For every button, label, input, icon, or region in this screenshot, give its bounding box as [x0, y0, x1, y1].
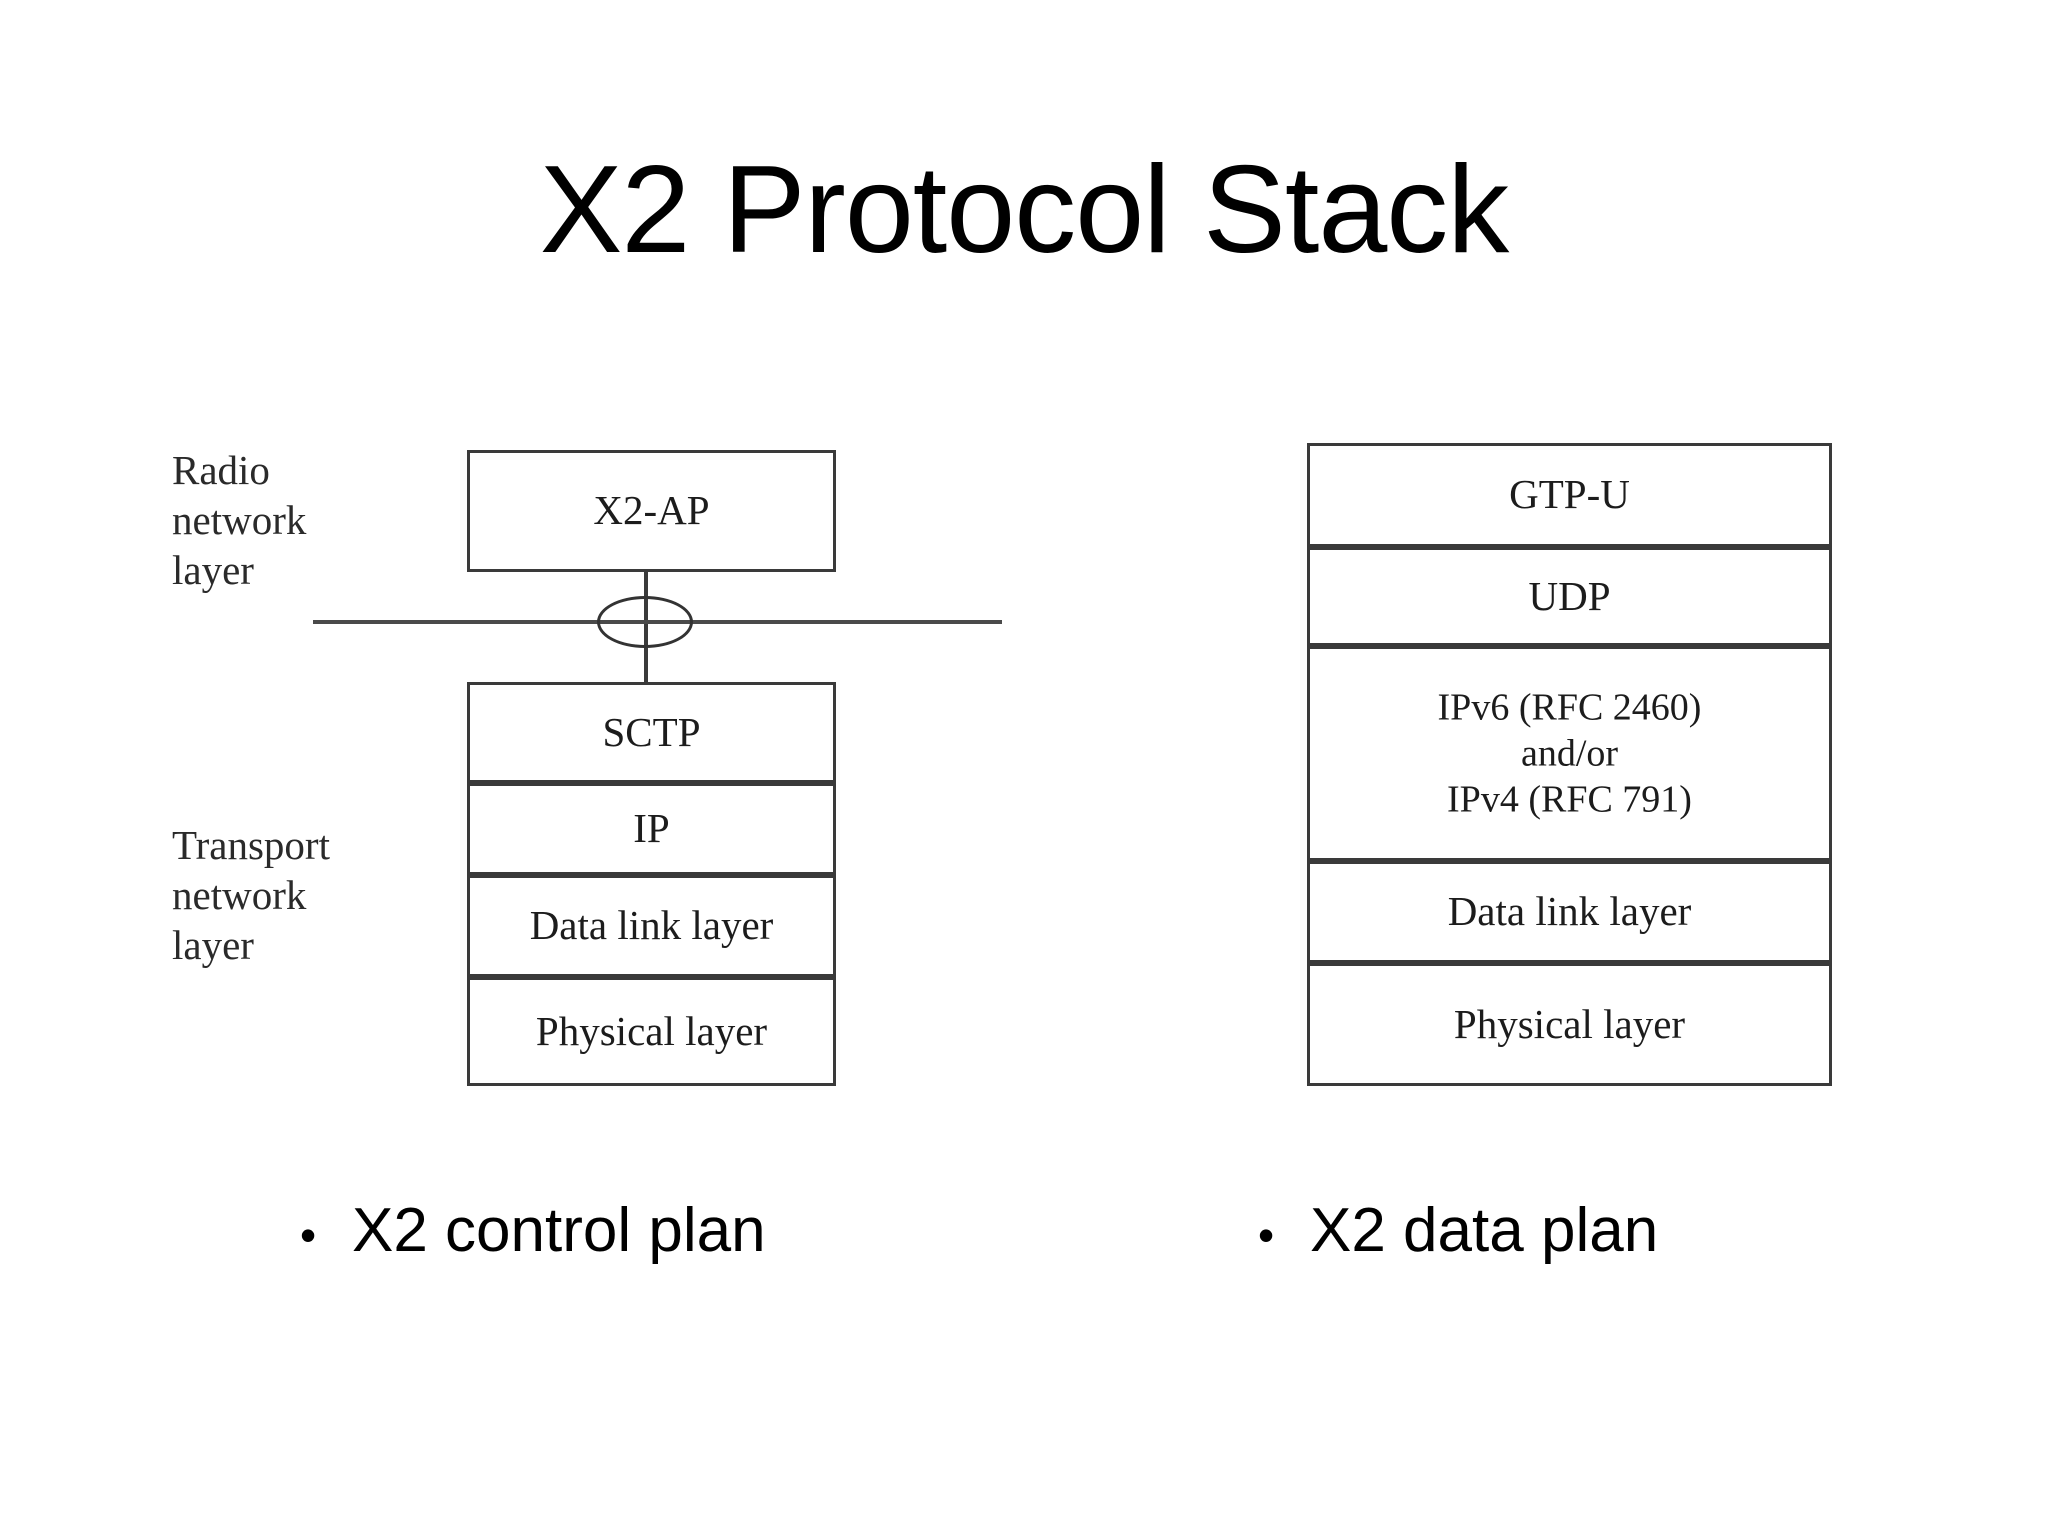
box-data-link-layer-control-label: Data link layer — [529, 902, 774, 949]
box-x2-ap-label: X2-AP — [593, 487, 710, 534]
box-data-link-layer-user: Data link layer — [1307, 861, 1832, 963]
bullet-dot-icon: • — [1258, 1209, 1275, 1261]
box-sctp: SCTP — [467, 682, 836, 783]
label-radio-network-layer: Radio network layer — [172, 447, 307, 594]
box-ip-version: IPv6 (RFC 2460) and/or IPv4 (RFC 791) — [1307, 646, 1832, 861]
box-physical-layer-control: Physical layer — [467, 977, 836, 1086]
box-physical-layer-user: Physical layer — [1307, 963, 1832, 1086]
label-transport-network-layer: Transport network layer — [172, 822, 330, 969]
box-ip: IP — [467, 783, 836, 875]
bullet-x2-data-plane: • X2 data plan — [1258, 1200, 1658, 1262]
box-data-link-layer-control: Data link layer — [467, 875, 836, 977]
sap-ellipse-icon — [597, 596, 693, 648]
box-x2-ap: X2-AP — [467, 450, 836, 572]
box-gtp-u: GTP-U — [1307, 443, 1832, 547]
bullet-x2-control-plane: • X2 control plan — [300, 1200, 766, 1262]
bullet-x2-control-plane-label: X2 control plan — [352, 1196, 766, 1265]
box-sctp-label: SCTP — [602, 708, 701, 755]
box-gtp-u-label: GTP-U — [1509, 471, 1630, 518]
page-title: X2 Protocol Stack — [539, 141, 1510, 279]
box-physical-layer-control-label: Physical layer — [535, 1007, 768, 1054]
box-udp-label: UDP — [1528, 572, 1611, 619]
box-physical-layer-user-label: Physical layer — [1453, 1000, 1686, 1047]
box-udp: UDP — [1307, 547, 1832, 646]
box-data-link-layer-user-label: Data link layer — [1447, 888, 1692, 935]
box-ip-version-label: IPv6 (RFC 2460) and/or IPv4 (RFC 791) — [1437, 685, 1702, 821]
bullet-dot-icon: • — [300, 1209, 317, 1261]
box-ip-label: IP — [633, 805, 670, 852]
bullet-x2-data-plane-label: X2 data plan — [1310, 1196, 1659, 1265]
